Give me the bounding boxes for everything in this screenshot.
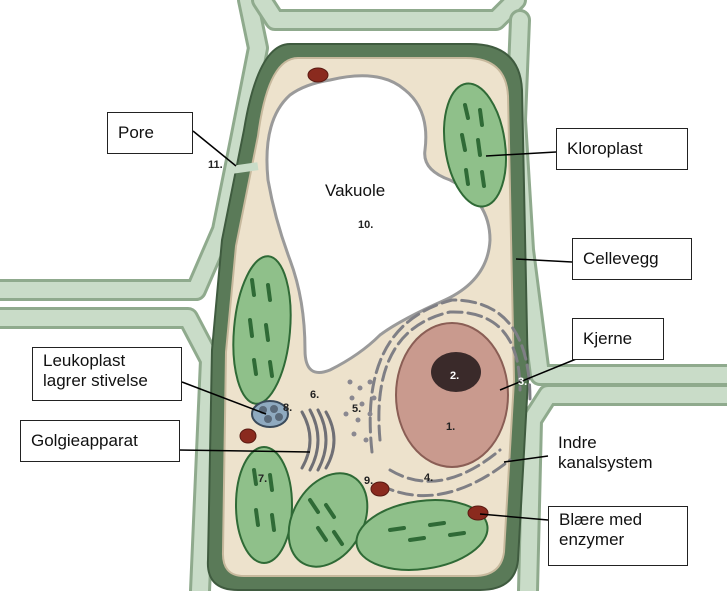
number-3: 3.: [518, 376, 527, 388]
number-7: 7.: [258, 473, 267, 485]
label-indre-line1: Indre: [558, 433, 683, 453]
number-6: 6.: [310, 389, 319, 401]
label-kjerne-text: Kjerne: [583, 329, 632, 348]
label-indre: Indre kanalsystem: [548, 430, 693, 484]
label-indre-line2: kanalsystem: [558, 453, 683, 473]
label-cellevegg: Cellevegg: [572, 238, 692, 280]
label-blaere-line2: enzymer: [559, 530, 677, 550]
label-leukoplast-line2: lagrer stivelse: [43, 371, 171, 391]
label-leukoplast-line1: Leukoplast: [43, 351, 171, 371]
label-golgi: Golgieapparat: [20, 420, 180, 462]
number-10: 10.: [358, 219, 373, 231]
label-blaere-line1: Blære med: [559, 510, 677, 530]
number-8: 8.: [283, 402, 292, 414]
label-blaere: Blære med enzymer: [548, 506, 688, 566]
number-9: 9.: [364, 475, 373, 487]
nucleus: [396, 323, 508, 467]
number-5: 5.: [352, 403, 361, 415]
label-pore: Pore: [107, 112, 193, 154]
label-vakuole: Vakuole: [325, 181, 385, 200]
label-pore-text: Pore: [118, 123, 154, 142]
number-11: 11.: [208, 159, 223, 171]
number-4: 4.: [424, 472, 433, 484]
label-leukoplast: Leukoplast lagrer stivelse: [32, 347, 182, 401]
label-kloroplast-text: Kloroplast: [567, 139, 643, 158]
label-kjerne: Kjerne: [572, 318, 664, 360]
number-1: 1.: [446, 421, 455, 433]
label-golgi-text: Golgieapparat: [31, 431, 138, 450]
number-2: 2.: [450, 370, 459, 382]
label-cellevegg-text: Cellevegg: [583, 249, 659, 268]
label-kloroplast: Kloroplast: [556, 128, 688, 170]
